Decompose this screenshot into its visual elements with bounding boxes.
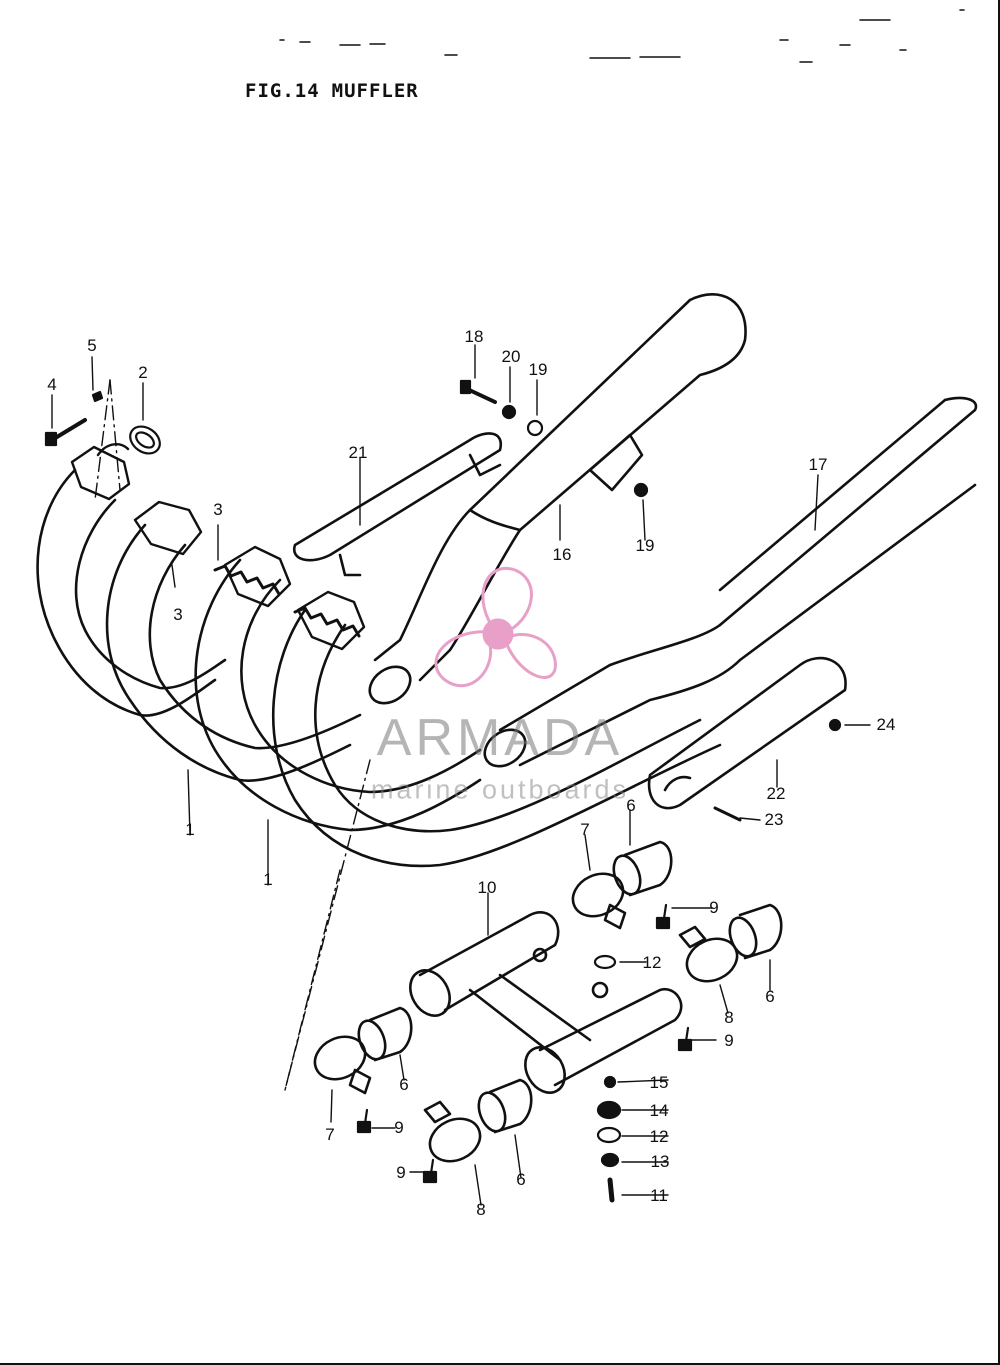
callout-6: 6 — [399, 1075, 409, 1094]
callout-11: 11 — [650, 1186, 668, 1205]
callout-7: 7 — [580, 820, 590, 839]
callout-16: 16 — [552, 545, 572, 564]
callout-12: 12 — [649, 1127, 669, 1146]
callout-18: 18 — [464, 327, 484, 346]
heat-cover-22 — [647, 656, 847, 810]
heat-cover-21 — [292, 432, 503, 577]
callout-9: 9 — [394, 1118, 404, 1137]
callout-7: 7 — [325, 1125, 335, 1144]
callout-8: 8 — [724, 1008, 734, 1027]
callout-9: 9 — [709, 898, 719, 917]
callout-5: 5 — [87, 336, 97, 355]
connector-pipe-10 — [409, 911, 683, 1094]
leader-lines — [51, 344, 871, 1206]
scan-speckles — [279, 9, 965, 63]
pipe-flanges — [70, 443, 366, 651]
callout-12: 12 — [642, 953, 662, 972]
callout-6: 6 — [516, 1170, 526, 1189]
watermark-brand: ARMADA — [376, 709, 624, 767]
callout-13: 13 — [650, 1152, 670, 1171]
callout-23: 23 — [764, 810, 784, 829]
callout-22: 22 — [766, 784, 786, 803]
watermark-logo-icon — [434, 566, 557, 688]
callout-21: 21 — [348, 443, 368, 462]
callout-2: 2 — [138, 363, 148, 382]
callout-10: 10 — [477, 878, 497, 897]
callout-19: 19 — [528, 360, 548, 379]
muffler-16 — [368, 293, 747, 705]
callout-17: 17 — [808, 455, 828, 474]
callout-4: 4 — [47, 375, 57, 394]
callout-8: 8 — [476, 1200, 486, 1219]
figure-name: MUFFLER — [331, 80, 419, 102]
figure-title: FIG.14 MUFFLER — [245, 80, 431, 102]
callout-14: 14 — [649, 1101, 669, 1120]
callout-24: 24 — [876, 715, 896, 734]
callout-3: 3 — [173, 605, 183, 624]
clamps-7-8 — [313, 872, 739, 1163]
exhaust-pipe-1 — [36, 468, 227, 717]
callout-1: 1 — [185, 820, 195, 839]
callout-19: 19 — [635, 536, 655, 555]
alignment-lines — [94, 379, 371, 1091]
watermark-tagline: marine outboards — [370, 774, 630, 805]
callout-6: 6 — [765, 987, 775, 1006]
exhaust-pipe-3 — [194, 558, 482, 832]
muffler-17 — [483, 396, 978, 768]
callout-9: 9 — [396, 1163, 406, 1182]
callout-3: 3 — [213, 500, 223, 519]
hardware-upper — [44, 379, 842, 822]
sleeves-6 — [357, 840, 783, 1134]
callout-20: 20 — [501, 347, 521, 366]
callout-6: 6 — [626, 796, 636, 815]
exhaust-pipe-2 — [105, 523, 362, 782]
callout-9: 9 — [724, 1031, 734, 1050]
callout-15: 15 — [649, 1073, 669, 1092]
exhaust-pipe-4 — [272, 608, 722, 868]
callout-1: 1 — [263, 870, 273, 889]
hardware-lower — [356, 903, 693, 1203]
figure-number: FIG.14 — [245, 80, 320, 102]
